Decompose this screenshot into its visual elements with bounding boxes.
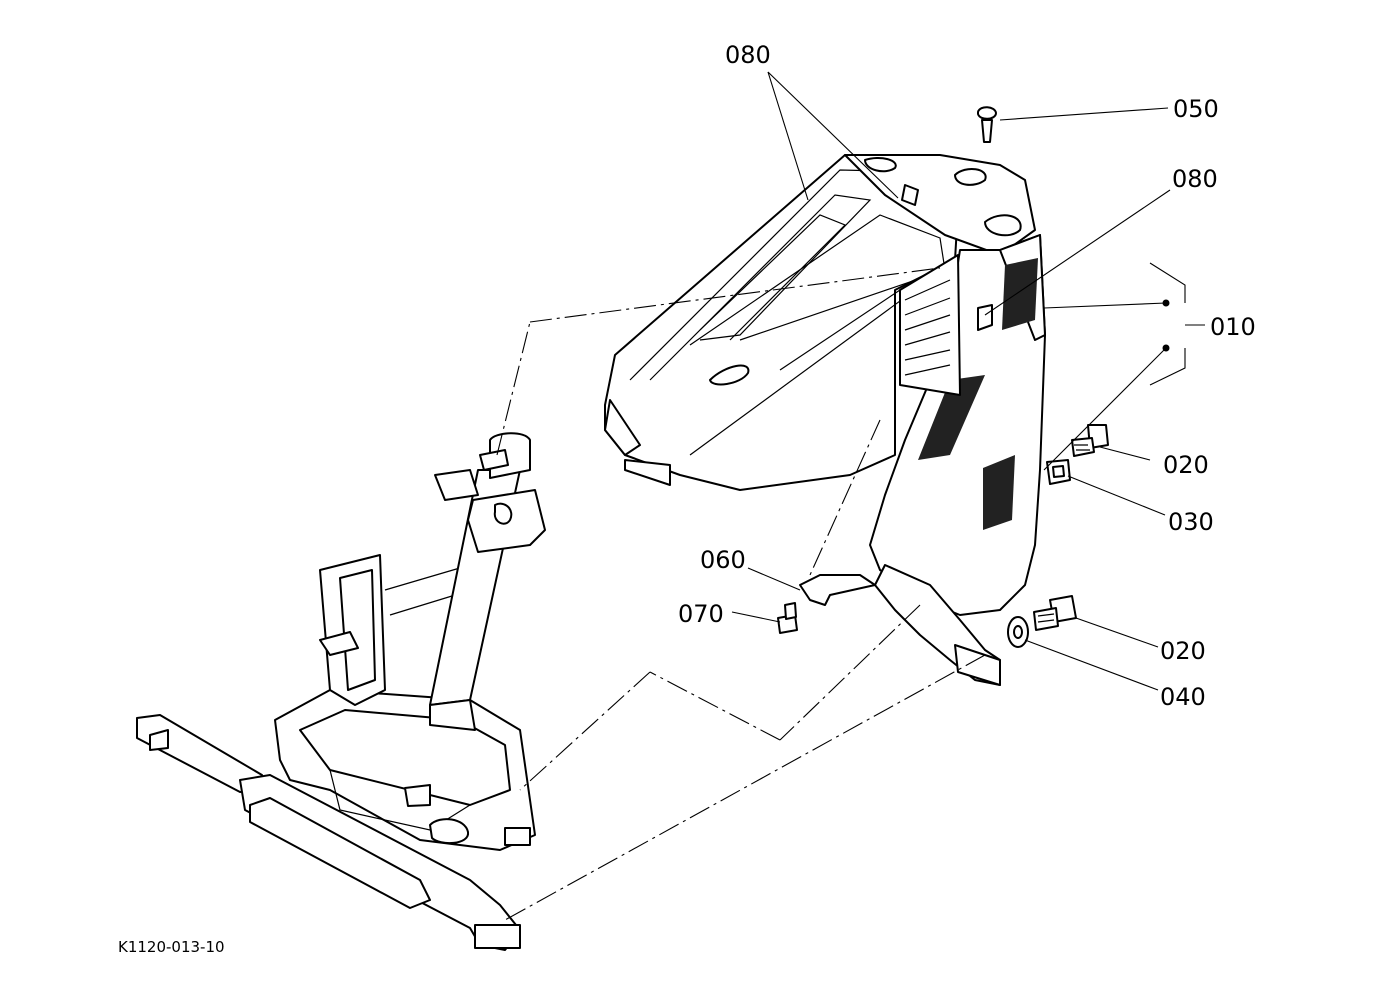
- bullet-dot: [1162, 344, 1170, 352]
- nut-030: [1046, 459, 1071, 485]
- dashboard-panel: [604, 154, 1046, 686]
- bolt-020-lower: [1033, 595, 1077, 631]
- callout-060: 060: [700, 546, 746, 574]
- callout-080-top: 080: [725, 41, 771, 69]
- callout-020-lower: 020: [1160, 637, 1206, 665]
- leader-lines: [496, 71, 1205, 921]
- callout-020-upper: 020: [1163, 451, 1209, 479]
- screw-050: [977, 106, 997, 143]
- callout-010: 010: [1210, 313, 1256, 341]
- callout-070: 070: [678, 600, 724, 628]
- callout-050: 050: [1173, 95, 1219, 123]
- washer-040: [1007, 616, 1029, 648]
- bullet-dot: [1162, 299, 1170, 307]
- steering-frame: [136, 432, 546, 951]
- bracket-060: [799, 574, 876, 606]
- callout-040: 040: [1160, 683, 1206, 711]
- bolt-020-upper: [1071, 424, 1109, 457]
- callout-030: 030: [1168, 508, 1214, 536]
- callout-080-right: 080: [1172, 165, 1218, 193]
- screw-070: [777, 602, 798, 634]
- drawing-code: K1120-013-10: [118, 938, 225, 956]
